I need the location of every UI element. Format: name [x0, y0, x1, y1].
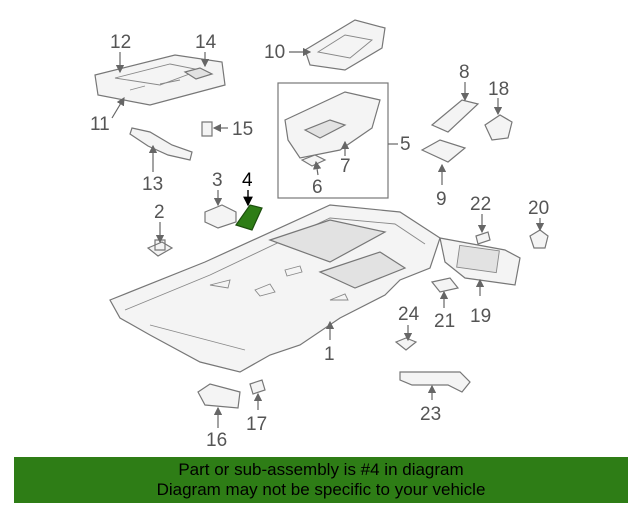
callout-1: 1 [324, 344, 335, 365]
part-24-clip [394, 337, 418, 351]
part-17-cap [249, 379, 266, 395]
callout-4: 4 [242, 170, 253, 191]
callout-13: 13 [142, 174, 163, 195]
part-10-lamp [304, 19, 386, 71]
part-18-sensor [484, 114, 513, 141]
callout-16: 16 [206, 430, 227, 451]
callout-7: 7 [340, 156, 351, 177]
parts-diagram: 12 14 11 15 13 10 5 6 7 8 18 9 3 2 4 22 … [90, 19, 549, 451]
part-2-clip [146, 239, 174, 257]
callout-23: 23 [420, 404, 441, 425]
callout-19: 19 [470, 306, 491, 327]
callout-8: 8 [459, 62, 470, 83]
callout-22: 22 [470, 194, 491, 215]
callout-11: 11 [90, 114, 110, 135]
callout-3: 3 [212, 170, 223, 191]
callout-2: 2 [154, 202, 165, 223]
callout-14: 14 [195, 32, 217, 53]
info-banner: Part or sub-assembly is #4 in diagram Di… [14, 457, 628, 503]
callout-17: 17 [246, 414, 267, 435]
callout-6: 6 [312, 177, 323, 198]
banner-line-2: Diagram may not be specific to your vehi… [156, 480, 486, 499]
callout-12: 12 [110, 32, 131, 53]
headliner-part [109, 204, 441, 373]
part-15-clip [201, 121, 213, 137]
callout-21: 21 [434, 311, 455, 332]
mirror-16 [197, 383, 241, 409]
callout-5: 5 [400, 134, 411, 155]
part-22-clip [475, 231, 491, 245]
callout-18: 18 [488, 79, 509, 100]
grab-handle-23 [399, 371, 471, 393]
part-13-bracket [129, 127, 193, 161]
banner-line-1: Part or sub-assembly is #4 in diagram [178, 460, 464, 479]
highlighted-part-4 [235, 204, 263, 231]
callout-15: 15 [232, 119, 253, 140]
callout-20: 20 [528, 198, 549, 219]
part-9-panel [420, 139, 467, 163]
callout-10: 10 [264, 42, 285, 63]
inset-box-5 [277, 82, 389, 199]
overhead-console-part [94, 54, 226, 106]
callout-9: 9 [436, 189, 447, 210]
leader-lines [111, 47, 545, 428]
callout-numbers: 12 14 11 15 13 10 5 6 7 8 18 9 3 2 4 22 … [90, 32, 549, 451]
part-3-block [204, 204, 237, 229]
part-21-label [430, 277, 460, 293]
part-6-lens [300, 154, 327, 167]
callout-24: 24 [398, 304, 420, 325]
part-8-holder [430, 99, 480, 133]
part-20-holder [529, 229, 549, 249]
